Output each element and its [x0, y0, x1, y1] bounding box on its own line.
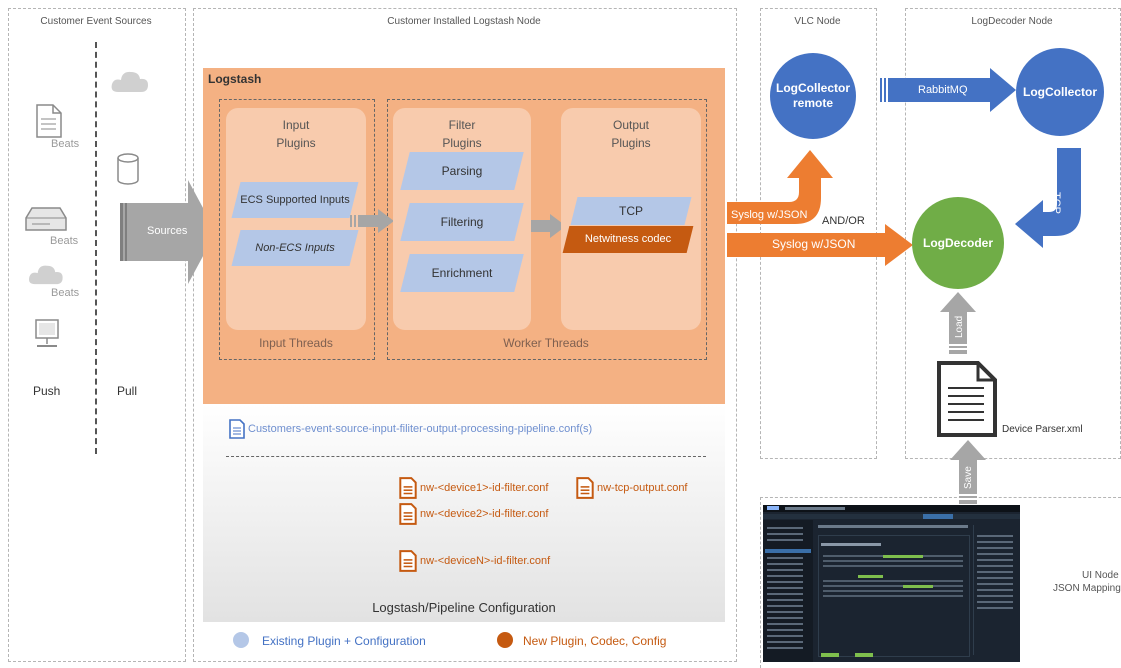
document-icon: [229, 419, 245, 439]
customer-event-sources-title: Customer Event Sources: [40, 16, 152, 27]
worker-threads-label: Worker Threads: [503, 336, 589, 350]
pull-label: Pull: [117, 384, 138, 398]
ui-node-sublabel: JSON Mapping: [1053, 583, 1121, 594]
vlc-node-title: VLC Node: [794, 16, 841, 27]
pipeline-conf-file: Customers-event-source-input-filiter-out…: [229, 419, 592, 439]
save-arrow: [950, 440, 986, 504]
ecs-inputs-plugin: ECS Supported Inputs: [231, 182, 359, 218]
config-divider: [226, 456, 706, 457]
beats-label-3: Beats: [51, 287, 80, 299]
legend-existing-label: Existing Plugin + Configuration: [262, 634, 426, 648]
computer-icon: [35, 319, 59, 347]
document-icon: [576, 477, 594, 499]
device2-filter-file: nw-<device2>-id-filter.conf: [399, 503, 548, 525]
and-or-label: AND/OR: [822, 215, 865, 227]
ui-node-label: UI Node: [1082, 570, 1119, 581]
document-icon: [399, 503, 417, 525]
input-plugins-title: Input Plugins: [276, 118, 316, 150]
input-plugins-panel: [226, 108, 366, 330]
syslog-to-vlc-arrow: [727, 150, 833, 224]
device-parser-label: Device Parser.xml: [1002, 424, 1083, 435]
beats-label-1: Beats: [51, 138, 80, 150]
syslog-label-1: Syslog w/JSON: [731, 209, 808, 221]
logcollector-remote-node: LogCollector remote: [770, 53, 856, 139]
logdecoder-node: LogDecoder: [912, 197, 1004, 289]
syslog-to-logdecoder-arrow: [727, 224, 913, 266]
database-icon: [117, 153, 139, 185]
push-pull-divider: [95, 42, 97, 454]
document-icon: [399, 477, 417, 499]
filtering-plugin: Filtering: [400, 203, 524, 241]
cloud-icon: [29, 265, 63, 285]
sources-arrow: [120, 180, 216, 284]
load-arrow: [940, 292, 976, 354]
device1-filter-file: nw-<device1>-id-filter.conf: [399, 477, 548, 499]
config-panel: [203, 404, 725, 622]
rabbitmq-arrow: [880, 68, 1016, 112]
tcp-flow-label: TCP: [1050, 192, 1062, 214]
config-title: Logstash/Pipeline Configuration: [372, 600, 556, 615]
save-label: Save: [963, 466, 974, 489]
input-threads-box: [219, 99, 375, 360]
output-plugins-title: Output Plugins: [611, 118, 651, 150]
logstash-node-title: Customer Installed Logstash Node: [387, 16, 541, 27]
deviceN-filter-file: nw-<deviceN>-id-filter.conf: [399, 550, 550, 572]
sources-arrow-label: Sources: [147, 225, 188, 237]
document-icon: [399, 550, 417, 572]
ui-screenshot-thumbnail: [763, 505, 1020, 662]
input-to-filter-arrow: [350, 209, 394, 233]
logcollector-node: LogCollector: [1016, 48, 1104, 136]
netwitness-codec: Netwitness codec: [562, 226, 694, 253]
load-label: Load: [954, 315, 965, 338]
ui-node-section: [760, 497, 1121, 668]
beats-label-2: Beats: [50, 235, 79, 247]
input-threads-label: Input Threads: [259, 336, 333, 350]
legend-new-swatch: [497, 632, 513, 648]
rabbitmq-label: RabbitMQ: [918, 84, 968, 96]
legend-new-label: New Plugin, Codec, Config: [523, 634, 667, 648]
enrichment-plugin: Enrichment: [400, 254, 524, 292]
legend-existing-swatch: [233, 632, 249, 648]
logstash-title: Logstash: [208, 72, 262, 86]
syslog-label-2: Syslog w/JSON: [772, 237, 856, 251]
cloud-icon: [111, 71, 148, 92]
document-icon: [36, 104, 62, 138]
device-parser-document-icon: [937, 361, 997, 437]
parsing-plugin: Parsing: [400, 152, 524, 190]
non-ecs-inputs-plugin: Non-ECS Inputs: [231, 230, 359, 266]
tcp-arrow: [1015, 148, 1081, 248]
worker-threads-box: [387, 99, 707, 360]
push-label: Push: [33, 384, 61, 398]
filter-plugins-title: Filter Plugins: [442, 118, 482, 150]
logdecoder-node-title: LogDecoder Node: [971, 16, 1053, 27]
tcp-output-file: nw-tcp-output.conf: [576, 477, 688, 499]
tcp-output-plugin: TCP: [570, 197, 692, 225]
server-icon: [25, 207, 67, 231]
